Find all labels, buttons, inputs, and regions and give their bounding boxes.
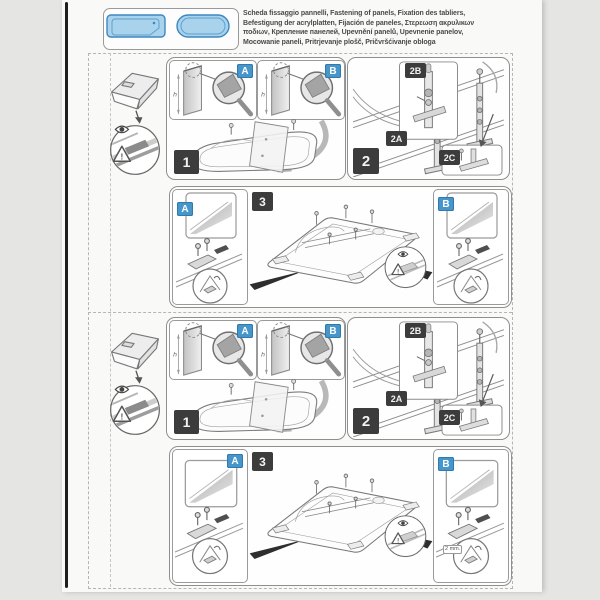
inset-a-badge: A bbox=[237, 64, 253, 78]
step-1-inset-b: B bbox=[257, 60, 345, 120]
inset-a-badge: A bbox=[227, 454, 243, 468]
title-line-3: ποδιων, Крепление панелей, Upevnění pane… bbox=[243, 29, 464, 37]
instructions-bottom-half: A B 1 2B 2A 2C 2 A 3 bbox=[100, 317, 512, 586]
step-3-panel: A 3 B 2 mm. bbox=[169, 446, 512, 586]
inset-b-badge: B bbox=[325, 64, 341, 78]
bathtub-topview-icon bbox=[105, 10, 235, 46]
overturned-tub-warning-icon bbox=[106, 60, 164, 182]
inset-b-badge: B bbox=[438, 197, 454, 211]
gap-dimension-note: 2 mm. bbox=[443, 545, 463, 554]
step-2a-badge: 2A bbox=[386, 391, 407, 406]
bracket-fixing-illustration bbox=[173, 450, 247, 582]
step-1-badge: 1 bbox=[174, 410, 199, 434]
step-2c-badge: 2C bbox=[439, 410, 460, 425]
step-3-inset-b: B 2 mm. bbox=[433, 449, 509, 583]
tub-underside-illustration bbox=[248, 450, 434, 580]
inset-a-badge: A bbox=[177, 202, 193, 216]
inset-b-badge: B bbox=[325, 324, 341, 338]
title-line-2: Befestigung der acrylplatten, Fijación d… bbox=[243, 19, 475, 27]
tub-underside-icon bbox=[248, 190, 434, 302]
step-1-inset-b: B bbox=[257, 320, 345, 380]
step-1-panel: A B 1 bbox=[166, 317, 346, 440]
step-2c-badge: 2C bbox=[439, 150, 460, 165]
inset-a-badge: A bbox=[237, 324, 253, 338]
step-2-panel: 2B 2A 2C 2 bbox=[347, 57, 510, 180]
section-divider-dashed bbox=[88, 312, 512, 313]
step-3-badge: 3 bbox=[252, 452, 273, 471]
cut-line-border bbox=[88, 53, 513, 589]
step-1-inset-a: A bbox=[169, 320, 257, 380]
bathtub-models-logo bbox=[103, 8, 239, 50]
multilingual-title: Scheda fissaggio pannelli, Fastening of … bbox=[243, 9, 535, 47]
overturned-tub-warning-icon bbox=[106, 320, 164, 442]
step-2-badge: 2 bbox=[353, 408, 379, 434]
step-2b-badge: 2B bbox=[405, 63, 426, 78]
tub-underside-illustration bbox=[248, 190, 434, 302]
title-line-1: Scheda fissaggio pannelli, Fastening of … bbox=[243, 10, 466, 17]
page-fold-line bbox=[65, 2, 68, 588]
tub-underside-icon bbox=[248, 450, 434, 580]
step-3-badge: 3 bbox=[252, 192, 273, 211]
step-3-inset-b: B bbox=[433, 189, 509, 305]
step-3-inset-a: A bbox=[172, 449, 248, 583]
title-line-4: Mocowanie paneli, Pritrjevanje plošč, Pr… bbox=[243, 38, 436, 46]
overturned-tub-check-illustration bbox=[106, 60, 164, 182]
overturned-tub-check-illustration bbox=[106, 320, 164, 442]
step-3-inset-a: A bbox=[172, 189, 248, 305]
step-3-panel: A 3 B bbox=[169, 186, 512, 308]
instructions-top-half: A B 1 2B 2A 2C 2 A 3 bbox=[100, 57, 512, 312]
step-2a-badge: 2A bbox=[386, 131, 407, 146]
step-1-panel: A B 1 bbox=[166, 57, 346, 180]
step-1-badge: 1 bbox=[174, 150, 199, 174]
step-2-panel: 2B 2A 2C 2 bbox=[347, 317, 510, 440]
step-2-badge: 2 bbox=[353, 148, 379, 174]
step-1-inset-a: A bbox=[169, 60, 257, 120]
inset-b-badge: B bbox=[438, 457, 454, 471]
step-2b-badge: 2B bbox=[405, 323, 426, 338]
left-cut-line bbox=[110, 53, 111, 587]
